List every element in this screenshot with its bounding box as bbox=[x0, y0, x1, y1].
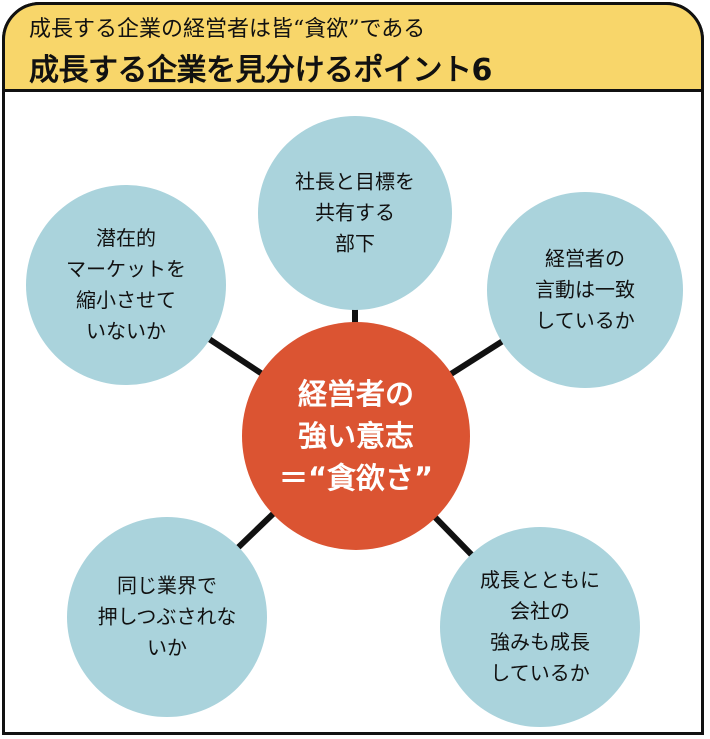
point-line: いか bbox=[147, 635, 187, 660]
point-label-upper-left: 潜在的 マーケットを 縮小させて いないか bbox=[66, 223, 186, 347]
center-line: ＝“貪欲さ” bbox=[278, 461, 434, 495]
point-line: 同じ業界で bbox=[117, 573, 217, 598]
point-line: いないか bbox=[86, 319, 166, 343]
center-line: 強い意志 bbox=[297, 419, 414, 453]
point-circle-lower-right bbox=[440, 527, 640, 727]
point-circle-lower-left bbox=[67, 517, 267, 717]
point-circle-top bbox=[258, 116, 452, 310]
point-line: マーケットを bbox=[66, 257, 186, 281]
point-line: 部下 bbox=[335, 231, 375, 256]
point-line: しているか bbox=[535, 308, 635, 333]
point-line: 社長と目標を bbox=[295, 169, 415, 194]
point-label-top: 社長と目標を 共有する 部下 bbox=[295, 167, 415, 260]
header-subtitle: 成長する企業の経営者は皆“貪欲”である bbox=[29, 17, 426, 42]
center-label: 経営者の 強い意志 ＝“貪欲さ” bbox=[279, 373, 433, 499]
point-label-upper-right: 経営者の 言動は一致 しているか bbox=[535, 244, 635, 337]
point-line: 押しつぶされな bbox=[97, 604, 237, 629]
point-line: 潜在的 bbox=[96, 226, 156, 250]
center-line: 経営者の bbox=[297, 377, 414, 411]
point-label-lower-left: 同じ業界で 押しつぶされな いか bbox=[98, 571, 237, 664]
point-line: 経営者の bbox=[545, 246, 625, 271]
point-line: 縮小させて bbox=[76, 288, 176, 312]
point-line: 言動は一致 bbox=[535, 277, 635, 302]
header-title: 成長する企業を見分けるポイント6 bbox=[29, 53, 492, 88]
point-line: しているか bbox=[490, 661, 590, 685]
point-line: 強みも成長 bbox=[490, 630, 590, 654]
header-banner: 成長する企業の経営者は皆“貪欲”である 成長する企業を見分けるポイント6 bbox=[2, 2, 704, 92]
point-label-lower-right: 成長とともに 会社の 強みも成長 しているか bbox=[480, 565, 600, 689]
point-circle-upper-right bbox=[487, 192, 683, 388]
center-circle bbox=[242, 322, 470, 550]
point-line: 共有する bbox=[315, 200, 395, 225]
point-circle-upper-left bbox=[26, 185, 226, 385]
point-line: 会社の bbox=[510, 599, 570, 623]
point-line: 成長とともに bbox=[480, 568, 600, 592]
